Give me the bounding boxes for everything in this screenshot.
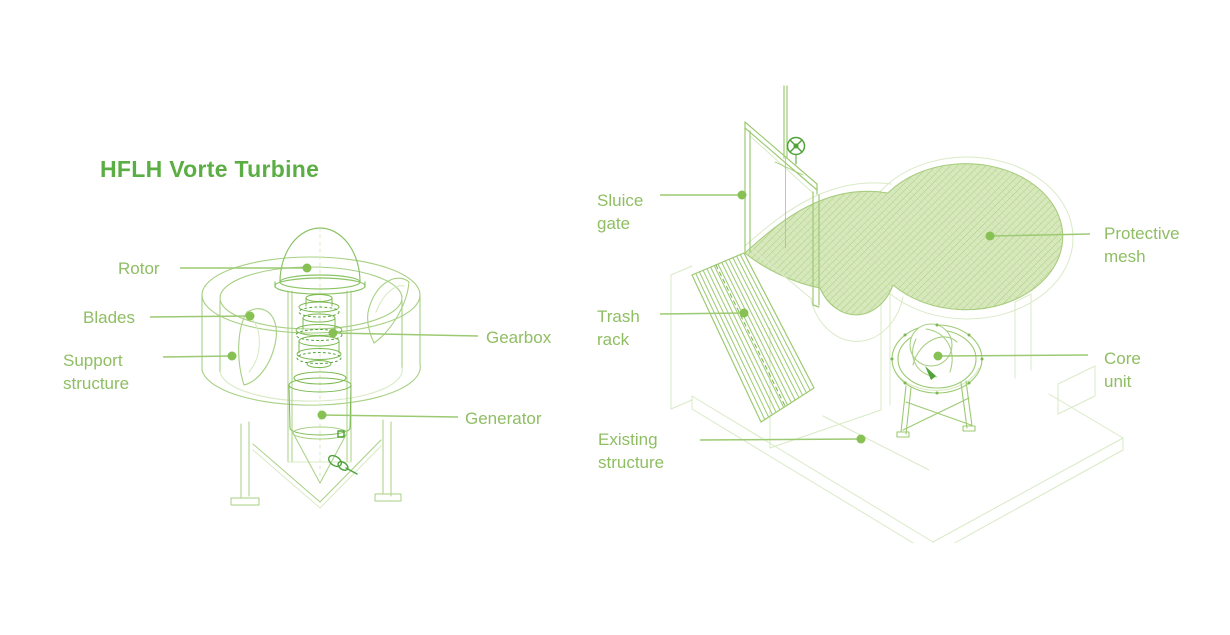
turbine-cutaway-illustration (201, 227, 421, 509)
generator-leader-line (317, 410, 459, 420)
leader-dot (245, 311, 255, 321)
label-existing-structure: Existing structure (598, 430, 665, 472)
label-sluice-gate: Sluice gate (597, 191, 644, 233)
label-support-structure: Support structure (63, 351, 130, 393)
protective-mesh-surface (744, 156, 1074, 342)
label-core-unit: Core unit (1104, 349, 1141, 391)
existing-structure-walls (670, 265, 1124, 543)
support-bowl (201, 256, 421, 406)
leader-dot (985, 231, 995, 241)
gearbox-leader-line (328, 328, 479, 338)
label-rotor: Rotor (118, 259, 160, 278)
gearbox-stack (295, 294, 343, 368)
protective-mesh-leader-line (985, 231, 1091, 241)
installation-illustration (670, 85, 1124, 543)
sluice-gate-leader-line (660, 190, 747, 200)
leader-dot (737, 190, 747, 200)
leader-dot (227, 351, 237, 361)
trash-rack-panel (691, 252, 815, 423)
trash-rack-leader-line (659, 308, 749, 318)
leader-dot (856, 434, 866, 444)
label-protective-mesh: Protective mesh (1104, 224, 1180, 266)
blade-left (238, 308, 277, 386)
sluice-gate-frame (744, 85, 820, 308)
core-unit-bolts (890, 323, 984, 395)
gate-handwheel-icon (786, 136, 806, 165)
rotor-dome (274, 227, 366, 295)
page-title: HFLH Vorte Turbine (100, 156, 320, 182)
label-gearbox: Gearbox (486, 328, 552, 347)
leader-dot (328, 328, 338, 338)
rotor-leader-line (180, 263, 312, 273)
core-unit-leader-line (933, 351, 1089, 361)
shaft-coupling (328, 430, 358, 475)
leader-dot (302, 263, 312, 273)
leader-dot (933, 351, 943, 361)
core-unit-turbine (890, 323, 984, 438)
existing-structure-leader-line (699, 434, 866, 444)
blade-right (367, 277, 410, 344)
label-trash-rack: Trash rack (597, 307, 640, 349)
leader-dot (739, 308, 749, 318)
leader-dot (317, 410, 327, 420)
support-structure-leader-line (162, 351, 237, 361)
label-blades: Blades (83, 308, 135, 327)
casing-frame (287, 227, 352, 481)
blades-leader-line (149, 311, 255, 321)
base-legs (230, 419, 402, 509)
generator-body (288, 371, 352, 484)
label-generator: Generator (465, 409, 542, 428)
